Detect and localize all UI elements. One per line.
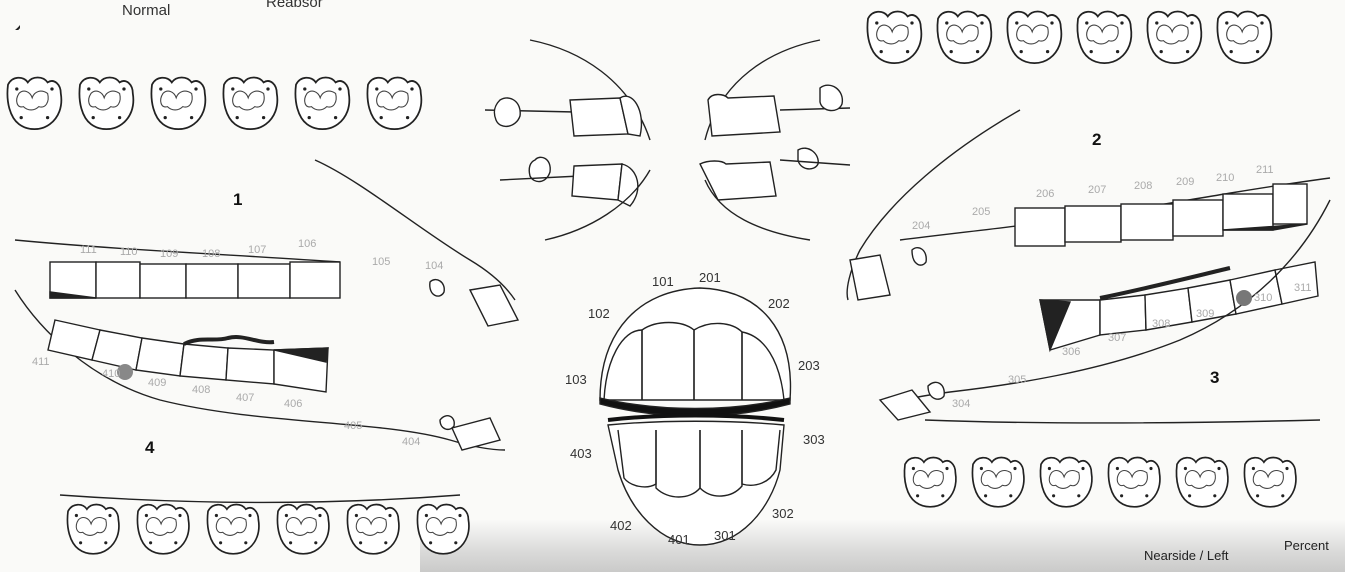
occlusal-row-upper-left-tooth <box>1217 11 1271 63</box>
tooth-209: 209 <box>1176 176 1194 188</box>
tooth-111: 111 <box>80 244 97 256</box>
occlusal-row-lower-right-tooth <box>347 504 398 553</box>
tooth-306: 306 <box>1062 346 1080 358</box>
occlusal-row-lower-right-tooth <box>277 504 328 553</box>
occlusal-row-upper-right-tooth <box>79 77 133 129</box>
occlusal-row-lower-right-tooth <box>137 504 188 553</box>
occlusal-row-upper-right-tooth <box>223 77 277 129</box>
occlusal-row-upper-left-tooth <box>1147 11 1201 63</box>
tooth-103: 103 <box>565 372 587 387</box>
tooth-305: 305 <box>1008 374 1026 386</box>
occlusal-row-lower-left-tooth <box>1040 457 1091 506</box>
tooth-106: 106 <box>298 238 316 250</box>
tooth-303: 303 <box>803 432 825 447</box>
quadrant-1-arcade <box>15 160 518 326</box>
tooth-309: 309 <box>1196 308 1214 320</box>
tooth-308: 308 <box>1152 318 1170 330</box>
tooth-107: 107 <box>248 244 266 256</box>
tooth-307: 307 <box>1108 332 1126 344</box>
tooth-101: 101 <box>652 274 674 289</box>
partial-label: Reabsor <box>266 0 323 11</box>
occlusal-row-lower-left-tooth <box>1108 457 1159 506</box>
tooth-407: 407 <box>236 392 254 404</box>
tooth-202: 202 <box>768 296 790 311</box>
side-incisors <box>485 40 850 240</box>
tooth-105: 105 <box>372 256 390 268</box>
side-label: Nearside / Left <box>1144 548 1229 563</box>
occlusal-row-upper-right-tooth <box>151 77 205 129</box>
tooth-402: 402 <box>610 518 632 533</box>
occlusal-row-upper-left-tooth <box>867 11 921 63</box>
tooth-110: 110 <box>120 246 138 258</box>
occlusal-row-upper-right-tooth <box>367 77 421 129</box>
tooth-401: 401 <box>668 532 690 547</box>
tooth-104: 104 <box>425 260 443 272</box>
top-left-circle <box>0 0 20 30</box>
tooth-302: 302 <box>772 506 794 521</box>
quadrant-2-label: 2 <box>1092 130 1101 150</box>
quadrant-1-label: 1 <box>233 190 242 210</box>
percent-label: Percent <box>1284 538 1329 553</box>
occlusal-row-upper-right-tooth <box>7 77 61 129</box>
occlusal-row-upper-right-tooth <box>295 77 349 129</box>
normal-label: Normal <box>122 2 170 19</box>
tooth-203: 203 <box>798 358 820 373</box>
tooth-301: 301 <box>714 528 736 543</box>
tooth-411: 411 <box>32 356 50 368</box>
tooth-404: 404 <box>402 436 420 448</box>
front-incisors <box>600 288 790 545</box>
tooth-310: 310 <box>1254 292 1272 304</box>
quadrant-4-label: 4 <box>145 438 154 458</box>
tooth-204: 204 <box>912 220 930 232</box>
tooth-408: 408 <box>192 384 210 396</box>
quadrant-3-label: 3 <box>1210 368 1219 388</box>
tooth-409: 409 <box>148 377 166 389</box>
tooth-205: 205 <box>972 206 990 218</box>
occlusal-row-lower-left-tooth <box>1176 457 1227 506</box>
tooth-410: 410 <box>102 368 120 380</box>
occlusal-row-lower-right-tooth <box>67 504 118 553</box>
tooth-311: 311 <box>1294 282 1312 294</box>
occlusal-row-lower-left-tooth <box>1244 457 1295 506</box>
tooth-109: 109 <box>160 248 178 260</box>
occlusal-row-upper-left-tooth <box>937 11 991 63</box>
occlusal-row-lower-right-tooth <box>207 504 258 553</box>
tooth-403: 403 <box>570 446 592 461</box>
tooth-211: 211 <box>1256 164 1274 176</box>
tooth-210: 210 <box>1216 172 1234 184</box>
mark-310 <box>1236 290 1252 306</box>
occlusal-row-lower-left-tooth <box>904 457 955 506</box>
occlusal-row-lower-right-tooth <box>417 504 468 553</box>
tooth-206: 206 <box>1036 188 1054 200</box>
tooth-406: 406 <box>284 398 302 410</box>
tooth-304: 304 <box>952 398 970 410</box>
tooth-405: 405 <box>344 420 362 432</box>
occlusal-row-upper-left-tooth <box>1007 11 1061 63</box>
tooth-207: 207 <box>1088 184 1106 196</box>
occlusal-row-lower-left-tooth <box>972 457 1023 506</box>
tooth-102: 102 <box>588 306 610 321</box>
tooth-208: 208 <box>1134 180 1152 192</box>
tooth-108: 108 <box>202 248 220 260</box>
quadrant-2-arcade <box>847 110 1330 300</box>
tooth-201: 201 <box>699 270 721 285</box>
occlusal-row-upper-left-tooth <box>1077 11 1131 63</box>
quadrant-4-arcade <box>15 290 505 503</box>
